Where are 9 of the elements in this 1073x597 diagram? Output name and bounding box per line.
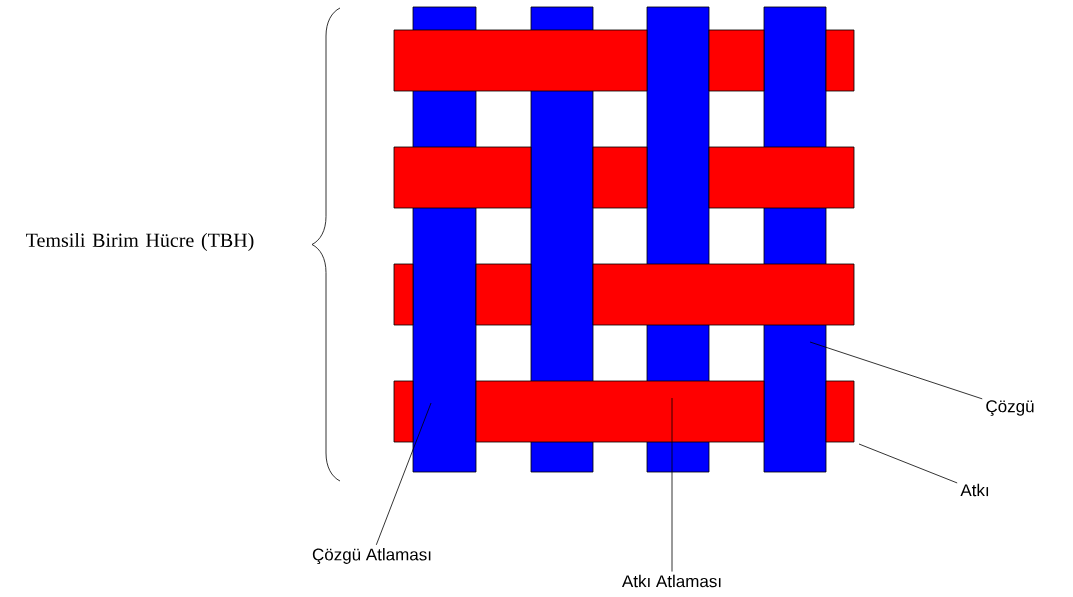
leader-line — [671, 397, 673, 572]
leader-line — [809, 341, 983, 400]
part-label: Çözgü Atlaması — [312, 548, 431, 564]
leader-line — [858, 443, 958, 484]
brace-label: Temsili Birim Hücre (TBH) — [26, 232, 254, 252]
leader-line — [375, 402, 432, 546]
part-label: Atkı Atlaması — [621, 574, 721, 588]
part-label: Çözgü — [986, 400, 1034, 416]
part-label: Atkı — [960, 483, 989, 497]
